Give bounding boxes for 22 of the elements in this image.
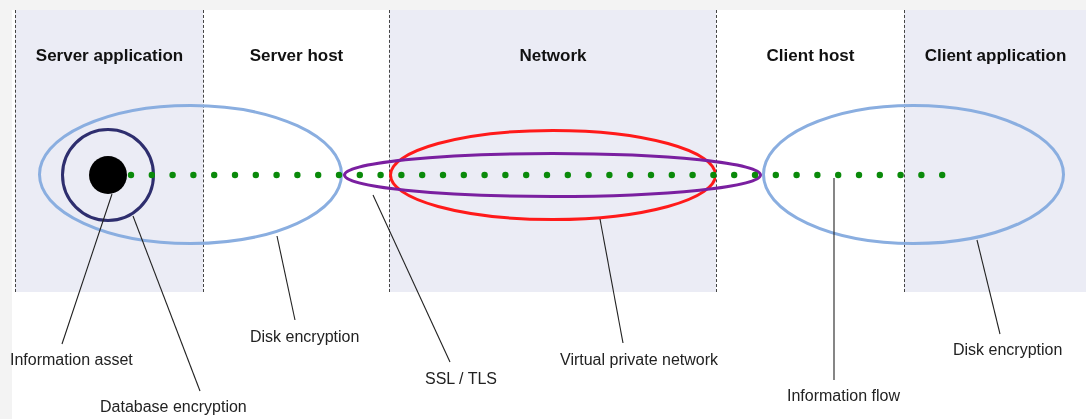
annotation-label: Information asset [10,351,133,369]
column-band [15,10,203,292]
annotation-label: Virtual private network [560,351,718,369]
annotation-label: Disk encryption [250,328,360,346]
column-band [389,10,716,292]
annotation-label: Disk encryption [953,341,1063,359]
leader-line [132,215,201,392]
annotation-label: Information flow [787,387,900,405]
leader-line [276,235,296,321]
column-band [904,10,1086,292]
column-title: Server host [248,46,345,66]
leader-line [61,193,113,345]
column-title: Server application [34,46,185,66]
annotation-label: SSL / TLS [425,370,498,388]
column-title: Client application [923,46,1068,66]
leader-line [976,239,1001,335]
leader-line [372,194,451,363]
column-title: Network [518,46,588,66]
leader-line [833,177,835,381]
column-title: Client host [765,46,856,66]
annotation-label: Database encryption [100,398,247,416]
leader-line [599,218,624,344]
